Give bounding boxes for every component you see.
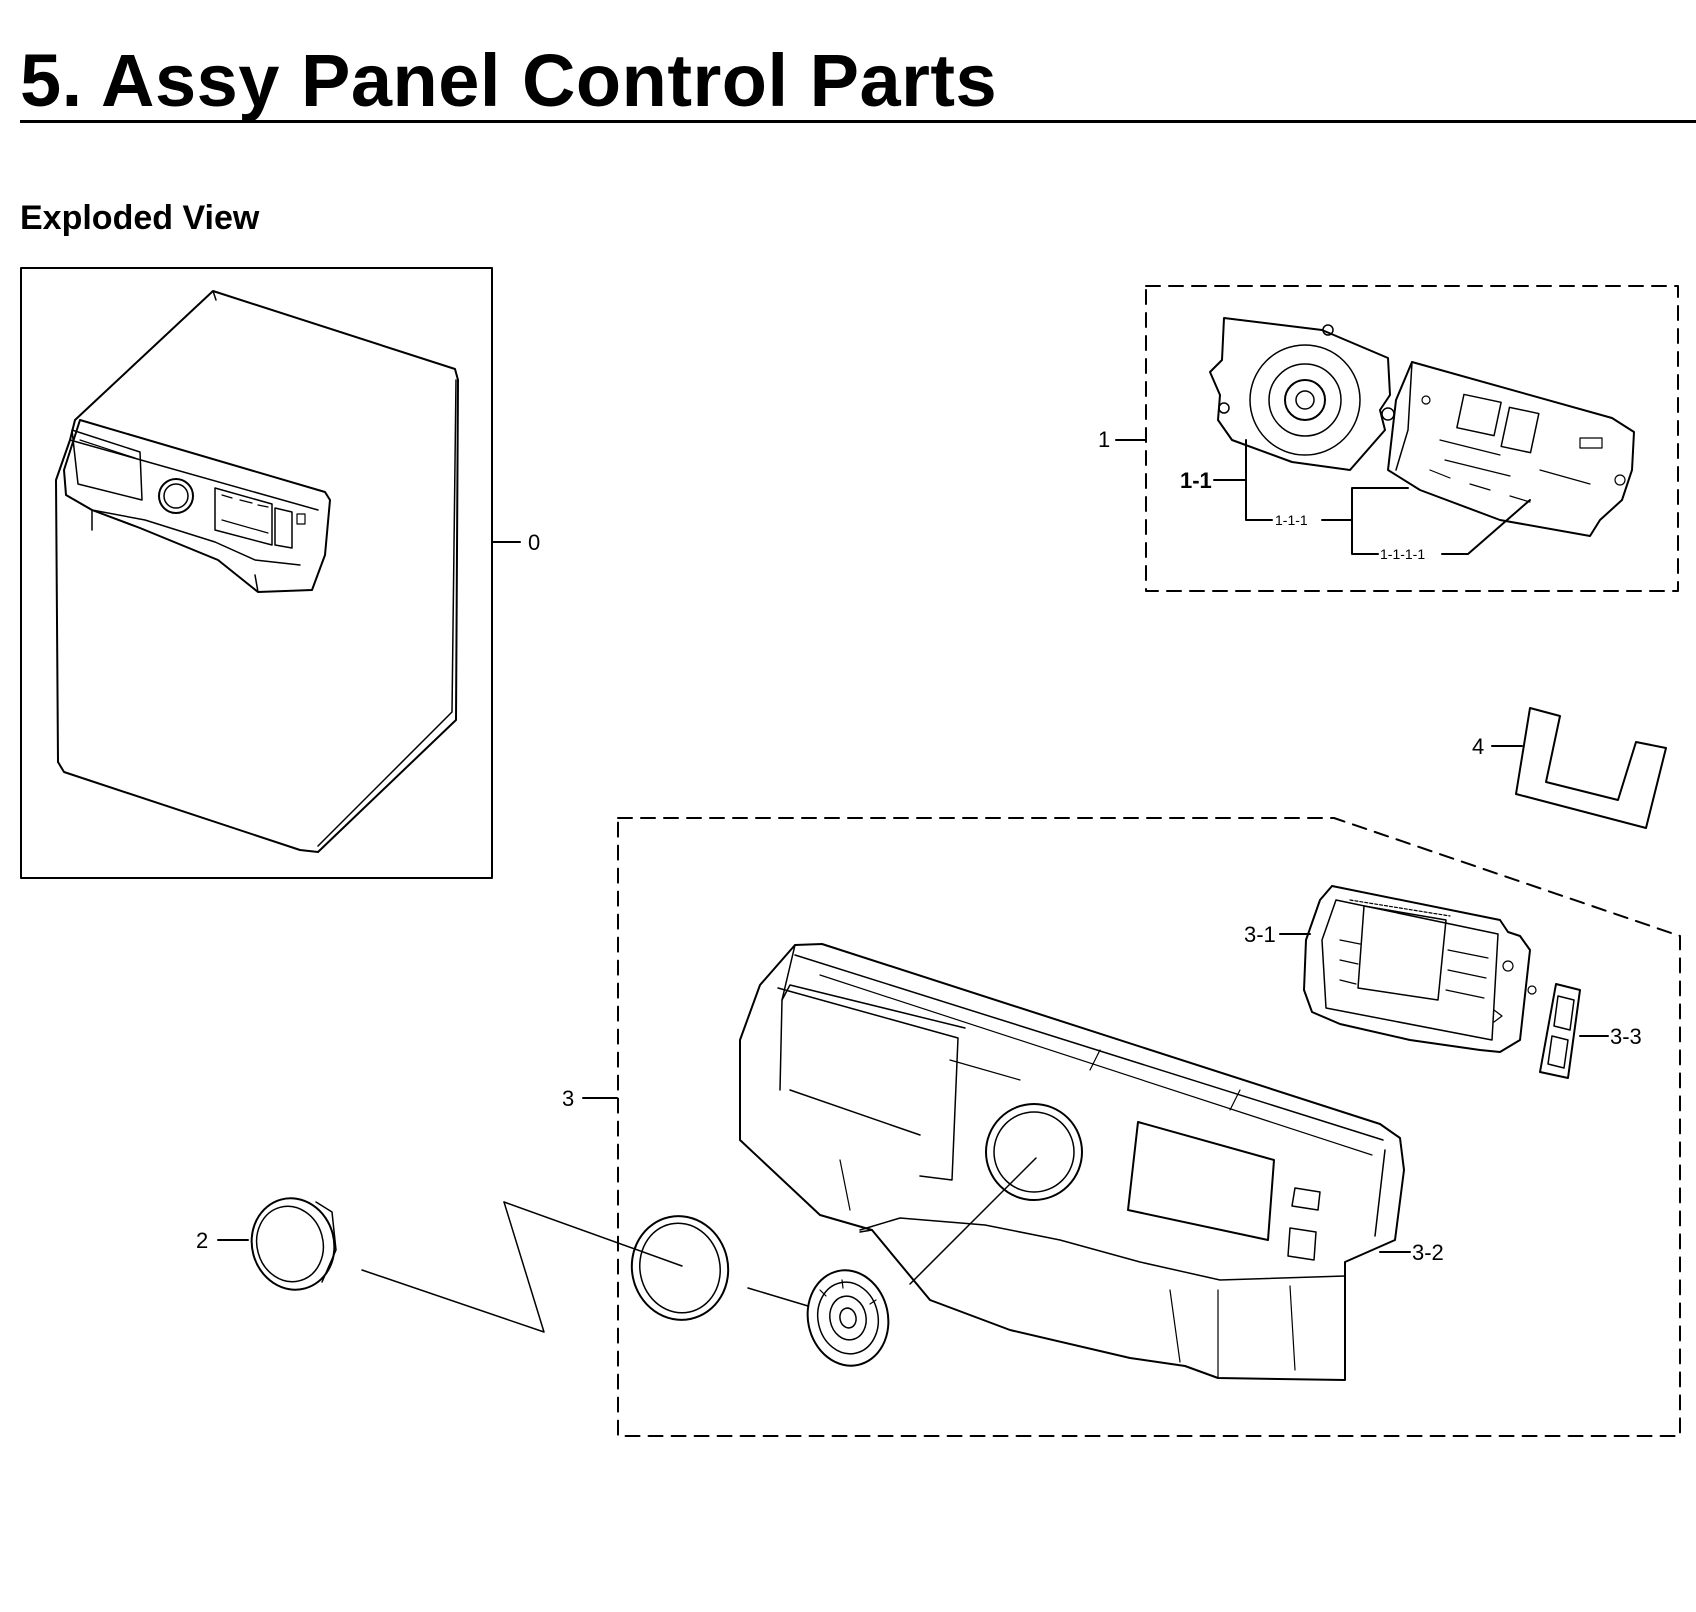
part-0-frame [20,267,493,879]
part-3-panel-group: 3 3-2 [503,817,1681,1437]
part-1-pcb-group: 1 1-1 1-1-1 1-1-1-1 [1098,285,1679,592]
button-key-drawing [1539,983,1581,1079]
callout-2: 2 [196,1228,208,1253]
part-1-dashed-frame [1145,285,1679,592]
callout-3-1: 3-1 [1244,922,1276,947]
callout-1-1: 1-1 [1180,468,1212,493]
callout-1-1-1: 1-1-1 [1275,512,1308,528]
page-title: 5. Assy Panel Control Parts [20,39,998,122]
guide-line-knob [747,1287,809,1307]
panel-body-drawing [739,943,1405,1381]
display-frame-drawing [1303,885,1537,1053]
part-2-ring: 2 [196,1197,545,1333]
inner-ring-drawing [630,1215,730,1321]
leader-1-1-1-1 [1351,499,1531,555]
encoder-knob-drawing [806,1269,890,1367]
appliance-drawing [55,290,459,853]
part-0-appliance-group: 0 [20,267,540,879]
callout-1-1-1-1: 1-1-1-1 [1380,546,1425,562]
main-pcb-drawing [1387,361,1635,537]
guide-line-ring [503,1201,683,1267]
callout-3: 3 [562,1086,574,1111]
guide-line-encoder [909,1157,1037,1285]
title-rule [20,120,1696,123]
knob-housing-drawing [1209,317,1395,471]
part-3-dashed-frame [617,817,1681,1437]
callout-1: 1 [1098,427,1110,452]
leader-1-1-1 [1245,479,1409,521]
callout-3-2: 3-2 [1412,1240,1444,1265]
callout-3-3: 3-3 [1610,1024,1642,1049]
callout-0: 0 [528,530,540,555]
section-label: Exploded View [20,199,260,237]
leader-1-1 [1213,439,1247,481]
guide-line-zigzag [361,1201,545,1333]
callout-4: 4 [1472,734,1484,759]
part-4-strip: 4 [1472,707,1667,829]
